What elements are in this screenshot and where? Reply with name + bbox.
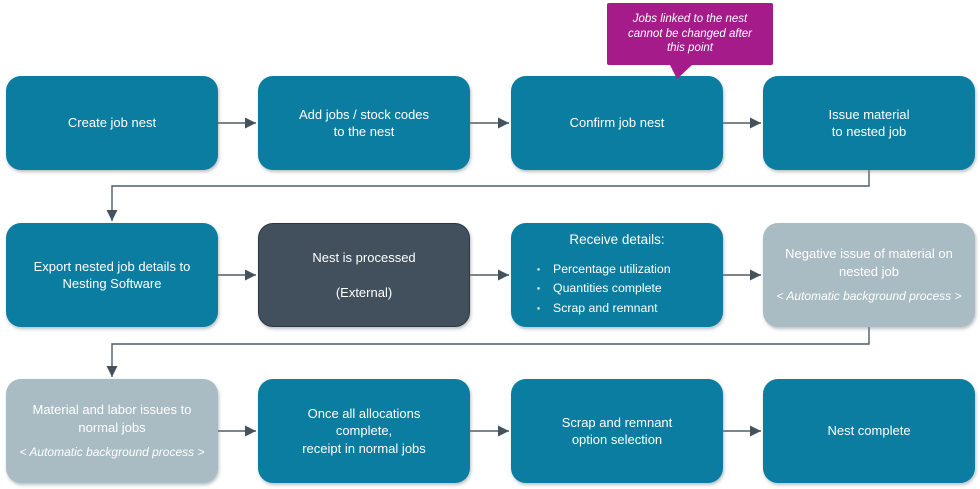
node-label: Export nested job details to Nesting Sof… <box>33 258 191 291</box>
node-label: Once all allocations complete, receipt i… <box>302 406 426 456</box>
list-item-label: Percentage utilization <box>553 262 671 277</box>
node-label: Add jobs / stock codes to the nest <box>298 106 430 139</box>
node-label: Negative issue of material on nested job <box>785 246 953 279</box>
node-negative-issue-of-material: Negative issue of material on nested job… <box>763 223 975 327</box>
list-item: ▪ Quantities complete <box>537 280 713 296</box>
list-item: ▪ Percentage utilization <box>537 261 713 277</box>
node-receipt-in-normal-jobs: Once all allocations complete, receipt i… <box>258 379 470 483</box>
node-material-and-labor-issues: Material and labor issues to normal jobs… <box>6 379 218 483</box>
connector-row2-to-row3 <box>106 327 870 377</box>
node-nest-complete: Nest complete <box>763 379 975 483</box>
callout-text: Jobs linked to the nest cannot be change… <box>627 12 753 55</box>
node-label: Issue material to nested job <box>828 106 910 139</box>
node-label: Create job nest <box>67 115 157 131</box>
connector-row1-to-row2 <box>106 170 870 221</box>
node-issue-material-to-nested-job: Issue material to nested job <box>763 76 975 170</box>
receive-details-list: ▪ Percentage utilization ▪ Quantities co… <box>521 258 713 319</box>
node-label: Nest complete <box>827 423 911 439</box>
node-confirm-job-nest: Confirm job nest <box>511 76 723 170</box>
node-add-jobs-stock-codes: Add jobs / stock codes to the nest <box>258 76 470 170</box>
list-item-label: Quantities complete <box>553 281 662 296</box>
node-nest-is-processed-external: Nest is processed (External) <box>258 223 470 327</box>
node-title: Receive details: <box>569 232 665 248</box>
node-label: Scrap and remnant option selection <box>561 414 673 447</box>
node-receive-details: Receive details: ▪ Percentage utilizatio… <box>511 223 723 327</box>
list-item-label: Scrap and remnant <box>553 300 658 315</box>
bullet-icon: ▪ <box>537 283 541 294</box>
node-scrap-and-remnant-option: Scrap and remnant option selection <box>511 379 723 483</box>
node-subnote: < Automatic background process > <box>776 288 962 303</box>
node-create-job-nest: Create job nest <box>6 76 218 170</box>
bullet-icon: ▪ <box>537 302 541 313</box>
node-label: Material and labor issues to normal jobs <box>32 402 192 435</box>
list-item: ▪ Scrap and remnant <box>537 300 713 316</box>
bullet-icon: ▪ <box>537 264 541 275</box>
node-label: Nest is processed (External) <box>312 250 416 300</box>
node-export-nested-job-details: Export nested job details to Nesting Sof… <box>6 223 218 327</box>
node-subnote: < Automatic background process > <box>19 444 205 459</box>
node-label: Confirm job nest <box>569 115 665 131</box>
callout-note: Jobs linked to the nest cannot be change… <box>607 3 773 79</box>
